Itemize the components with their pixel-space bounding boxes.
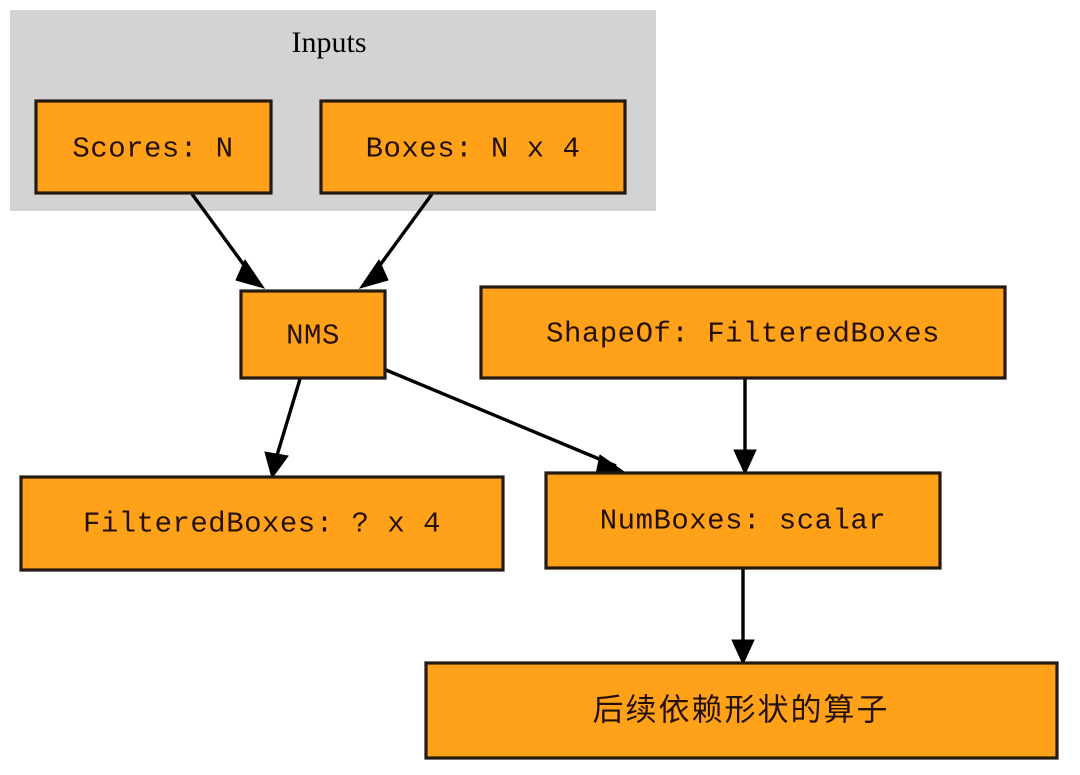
node-shapeof-label: ShapeOf: FilteredBoxes	[546, 318, 940, 351]
cluster-inputs-label: Inputs	[292, 26, 367, 59]
node-boxes-label: Boxes: N x 4	[366, 133, 581, 166]
edge-nms-to-numboxes-line	[385, 368, 617, 468]
node-numboxes[interactable]: NumBoxes: scalar	[544, 471, 942, 570]
node-nms[interactable]: NMS	[239, 289, 387, 380]
node-filteredboxes[interactable]: FilteredBoxes: ? x 4	[19, 475, 505, 572]
node-scores[interactable]: Scores: N	[34, 99, 273, 195]
edge-scores-to-nms-line	[190, 192, 251, 274]
node-numboxes-label: NumBoxes: scalar	[600, 505, 886, 538]
node-nms-label: NMS	[286, 320, 340, 353]
edge-numboxes-to-downstream-arrowhead	[731, 639, 755, 666]
node-nms-box[interactable]	[239, 289, 387, 380]
node-numboxes-box[interactable]	[544, 471, 942, 570]
node-filteredboxes-label: FilteredBoxes: ? x 4	[83, 508, 441, 541]
node-boxes[interactable]: Boxes: N x 4	[319, 99, 627, 195]
node-shapeof[interactable]: ShapeOf: FilteredBoxes	[479, 285, 1007, 380]
edge-scores-to-nms	[190, 192, 266, 289]
edge-nms-to-filteredboxes	[264, 378, 302, 480]
edge-boxes-to-nms-arrowhead	[358, 258, 389, 289]
edge-boxes-to-nms	[358, 192, 434, 289]
edge-boxes-to-nms-line	[373, 192, 434, 274]
edge-scores-to-nms-arrowhead	[235, 258, 266, 289]
node-downstream-label: 后续依赖形状的算子	[593, 693, 890, 729]
node-downstream-box[interactable]	[424, 661, 1059, 760]
edge-shapeof-to-numboxes-arrowhead	[733, 449, 757, 476]
edge-shapeof-to-numboxes	[733, 378, 757, 476]
edge-nms-to-filteredboxes-arrowhead	[264, 451, 289, 480]
edge-numboxes-to-downstream	[731, 569, 755, 666]
node-shapeof-box[interactable]	[479, 285, 1007, 380]
edge-nms-to-numboxes	[385, 368, 632, 477]
node-boxes-box[interactable]	[319, 99, 627, 195]
node-filteredboxes-box[interactable]	[19, 475, 505, 572]
edge-nms-to-filteredboxes-line	[273, 378, 302, 463]
node-downstream[interactable]: 后续依赖形状的算子	[424, 661, 1059, 760]
node-scores-box[interactable]	[34, 99, 273, 195]
node-scores-label: Scores: N	[72, 133, 233, 166]
